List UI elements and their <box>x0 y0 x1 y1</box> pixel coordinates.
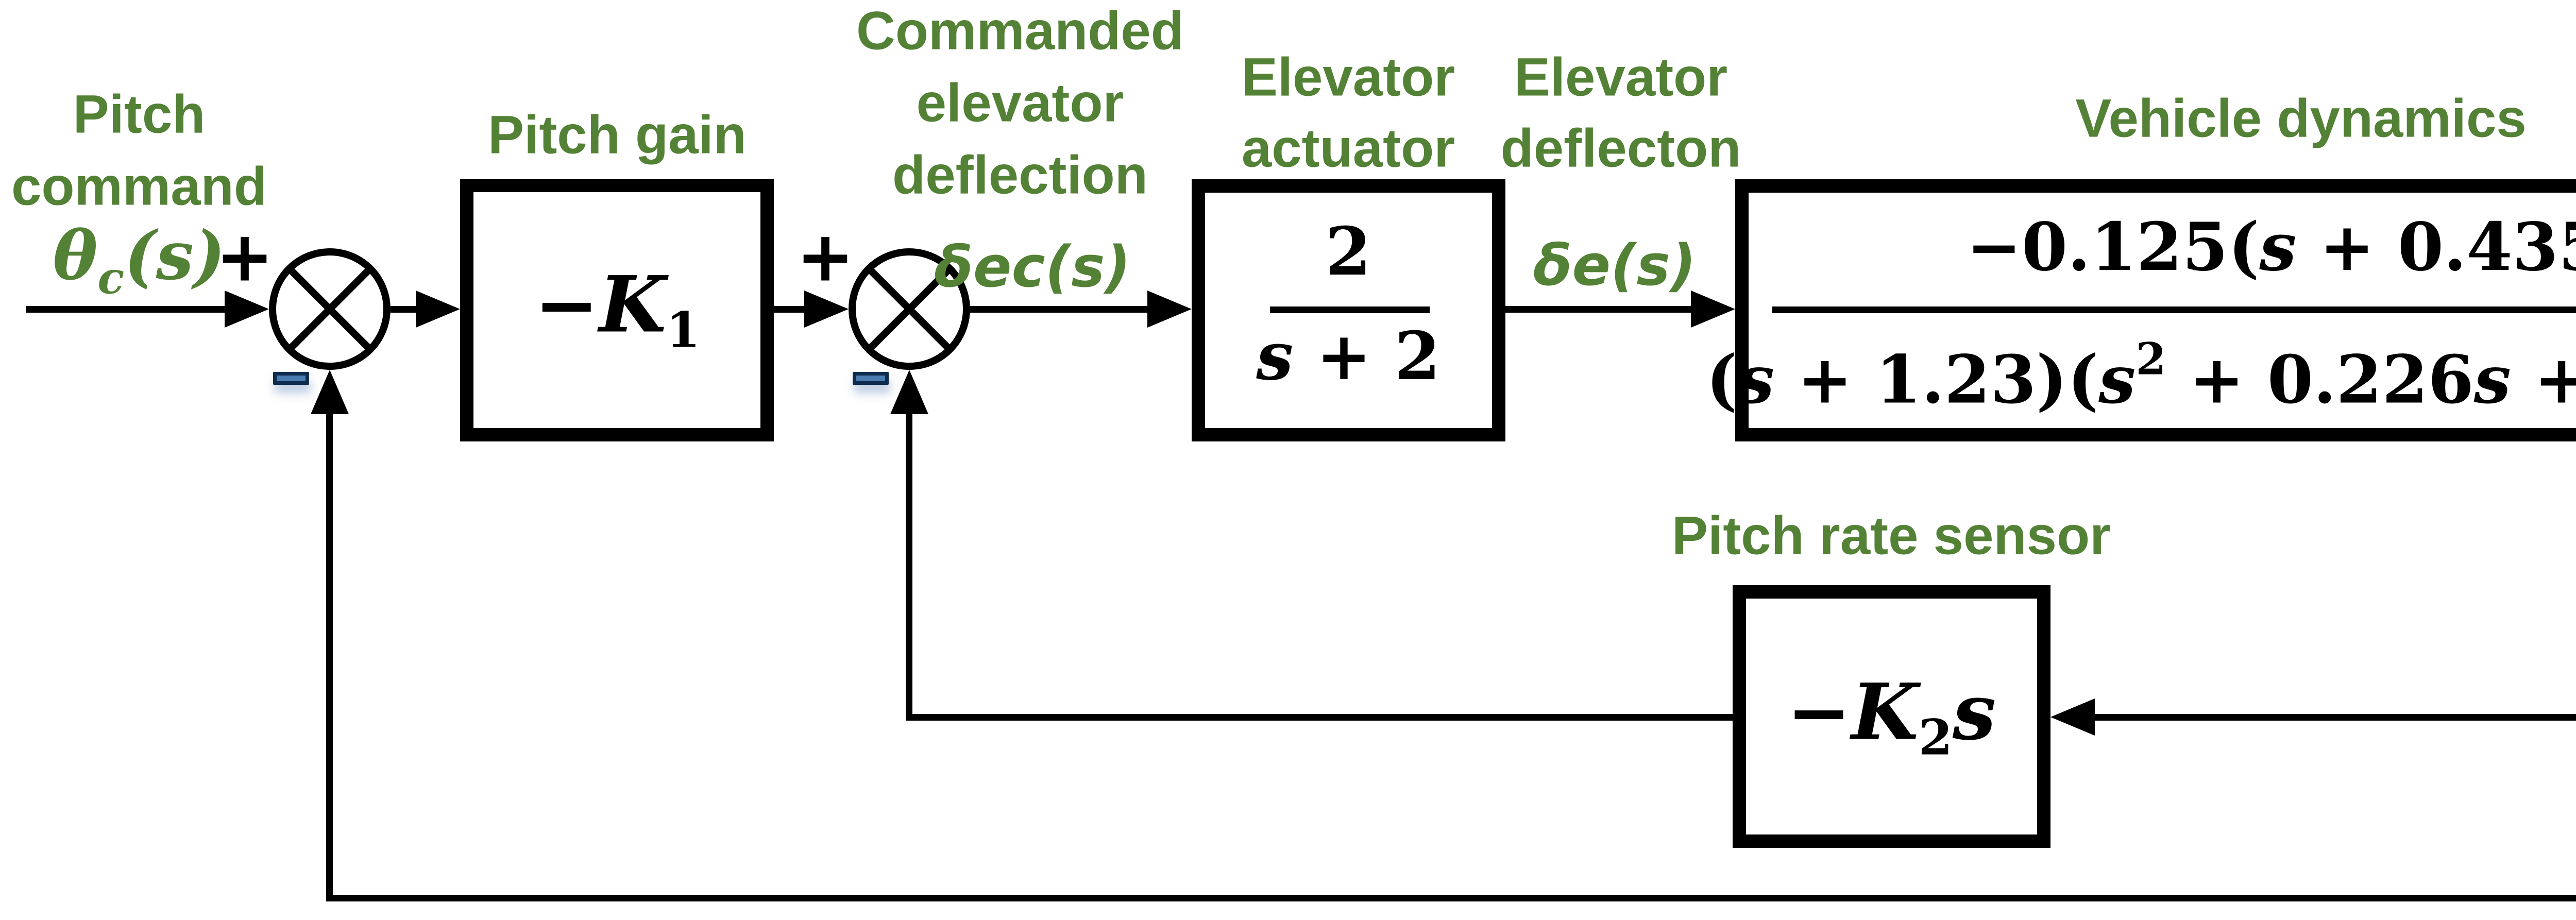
outer-feedback-vertical-line <box>326 410 333 901</box>
arrowhead-into-junction1 <box>225 291 269 328</box>
theta-c-rest: (s) <box>124 216 226 295</box>
vehicle-den-p4: + 0.0169) <box>2534 341 2576 419</box>
actuator-numerator: 2 <box>1325 213 1371 291</box>
arrowhead-into-gain-block <box>416 291 460 328</box>
pitch-command-label-line1: Pitch <box>73 84 206 145</box>
vehicle-den-p2: + 1.23)( <box>1774 341 2099 419</box>
sensor-subscript: 2 <box>1918 709 1953 766</box>
vehicle-dynamics-label: Vehicle dynamics <box>2075 88 2527 149</box>
pitch-gain-formula: −K1 <box>534 260 700 359</box>
actuator-den-rest: + 2 <box>1293 318 1440 395</box>
vehicle-numerator: −0.125(s + 0.435) <box>1967 209 2576 286</box>
sensor-s: s <box>1952 667 1996 758</box>
commanded-label-line1: Commanded <box>856 1 1184 61</box>
arrowhead-into-sensor-block <box>2050 698 2095 736</box>
sensor-minus: − <box>1786 667 1852 758</box>
theta-c-sub: c <box>97 252 125 304</box>
vehicle-den-p1: ( <box>1706 341 1737 419</box>
vehicle-den-p3: + 0.226 <box>2166 341 2474 419</box>
vehicle-num-s: s <box>2259 209 2297 286</box>
junction2-minus-sign-icon <box>853 372 889 385</box>
pitch-gain-label: Pitch gain <box>488 105 747 165</box>
gain-subscript: 1 <box>666 301 701 359</box>
gain-to-junction2-line <box>774 306 810 313</box>
elevator-deflecton-label-line1: Elevator <box>1514 47 1728 108</box>
elevator-actuator-label-line2: actuator <box>1241 118 1455 179</box>
commanded-label-line2: elevator <box>916 73 1124 133</box>
summing-junction-1 <box>269 248 391 370</box>
actuator-fraction-bar <box>1270 306 1430 313</box>
outer-feedback-line <box>326 895 2576 901</box>
inner-feedback-line <box>2092 714 2576 721</box>
arrowhead-into-junction2-bottom <box>890 370 928 414</box>
junction2-to-actuator-line <box>970 306 1150 313</box>
gain-K: K <box>599 259 666 350</box>
pitch-command-label-line2: command <box>11 156 267 217</box>
vehicle-num-pre: −0.125( <box>1966 209 2260 286</box>
vehicle-denominator: (s + 1.23)(s2 + 0.226s + 0.0169) <box>1706 334 2576 419</box>
pitch-gain-block <box>460 179 774 441</box>
theta-c-theta: θ <box>53 216 98 295</box>
junction1-plus-sign: + <box>215 216 274 297</box>
sensor-formula: −K2s <box>1787 667 1996 766</box>
vehicle-num-post: + 0.435) <box>2319 209 2576 286</box>
arrowhead-into-junction1-bottom <box>311 370 349 414</box>
vehicle-den-s3: s <box>2473 341 2511 419</box>
vehicle-den-s1: s <box>1737 341 1775 419</box>
junction1-to-gain-line <box>391 306 421 313</box>
summing-junction-2 <box>849 248 970 370</box>
arrowhead-into-junction2 <box>804 291 849 328</box>
junction1-minus-sign-icon <box>273 372 309 385</box>
commanded-label-line3: deflection <box>892 145 1148 206</box>
vehicle-den-s2: s <box>2098 341 2136 419</box>
elevator-deflecton-label-line2: deflecton <box>1500 118 1741 179</box>
elevator-actuator-label-line1: Elevator <box>1241 47 1455 108</box>
actuator-to-vehicle-line <box>1505 306 1693 313</box>
actuator-denominator: s + 2 <box>1256 318 1440 395</box>
junction2-plus-sign: + <box>796 216 855 297</box>
vehicle-den-exponent: 2 <box>2136 333 2166 385</box>
arrowhead-into-vehicle-block <box>1691 291 1735 328</box>
pitch-rate-sensor-block <box>1733 585 2050 848</box>
sensor-K: K <box>1851 667 1919 758</box>
theta-c-signal-label: θc(s) <box>53 216 226 304</box>
input-line <box>26 306 229 313</box>
sensor-output-line <box>906 714 1733 721</box>
delta-ec-signal-label: δec(s) <box>934 234 1131 300</box>
vehicle-fraction-bar <box>1772 306 2576 313</box>
actuator-num-text: 2 <box>1325 213 1371 291</box>
inner-feedback-vertical-line <box>906 410 912 721</box>
delta-e-signal-label: δe(s) <box>1533 232 1697 298</box>
summing-junction-1-cross <box>287 266 372 352</box>
actuator-den-s: s <box>1256 318 1294 395</box>
gain-minus: − <box>534 259 599 350</box>
summing-junction-2-cross <box>867 266 952 352</box>
pitch-rate-sensor-label: Pitch rate sensor <box>1672 505 2111 566</box>
arrowhead-into-actuator-block <box>1147 291 1192 328</box>
